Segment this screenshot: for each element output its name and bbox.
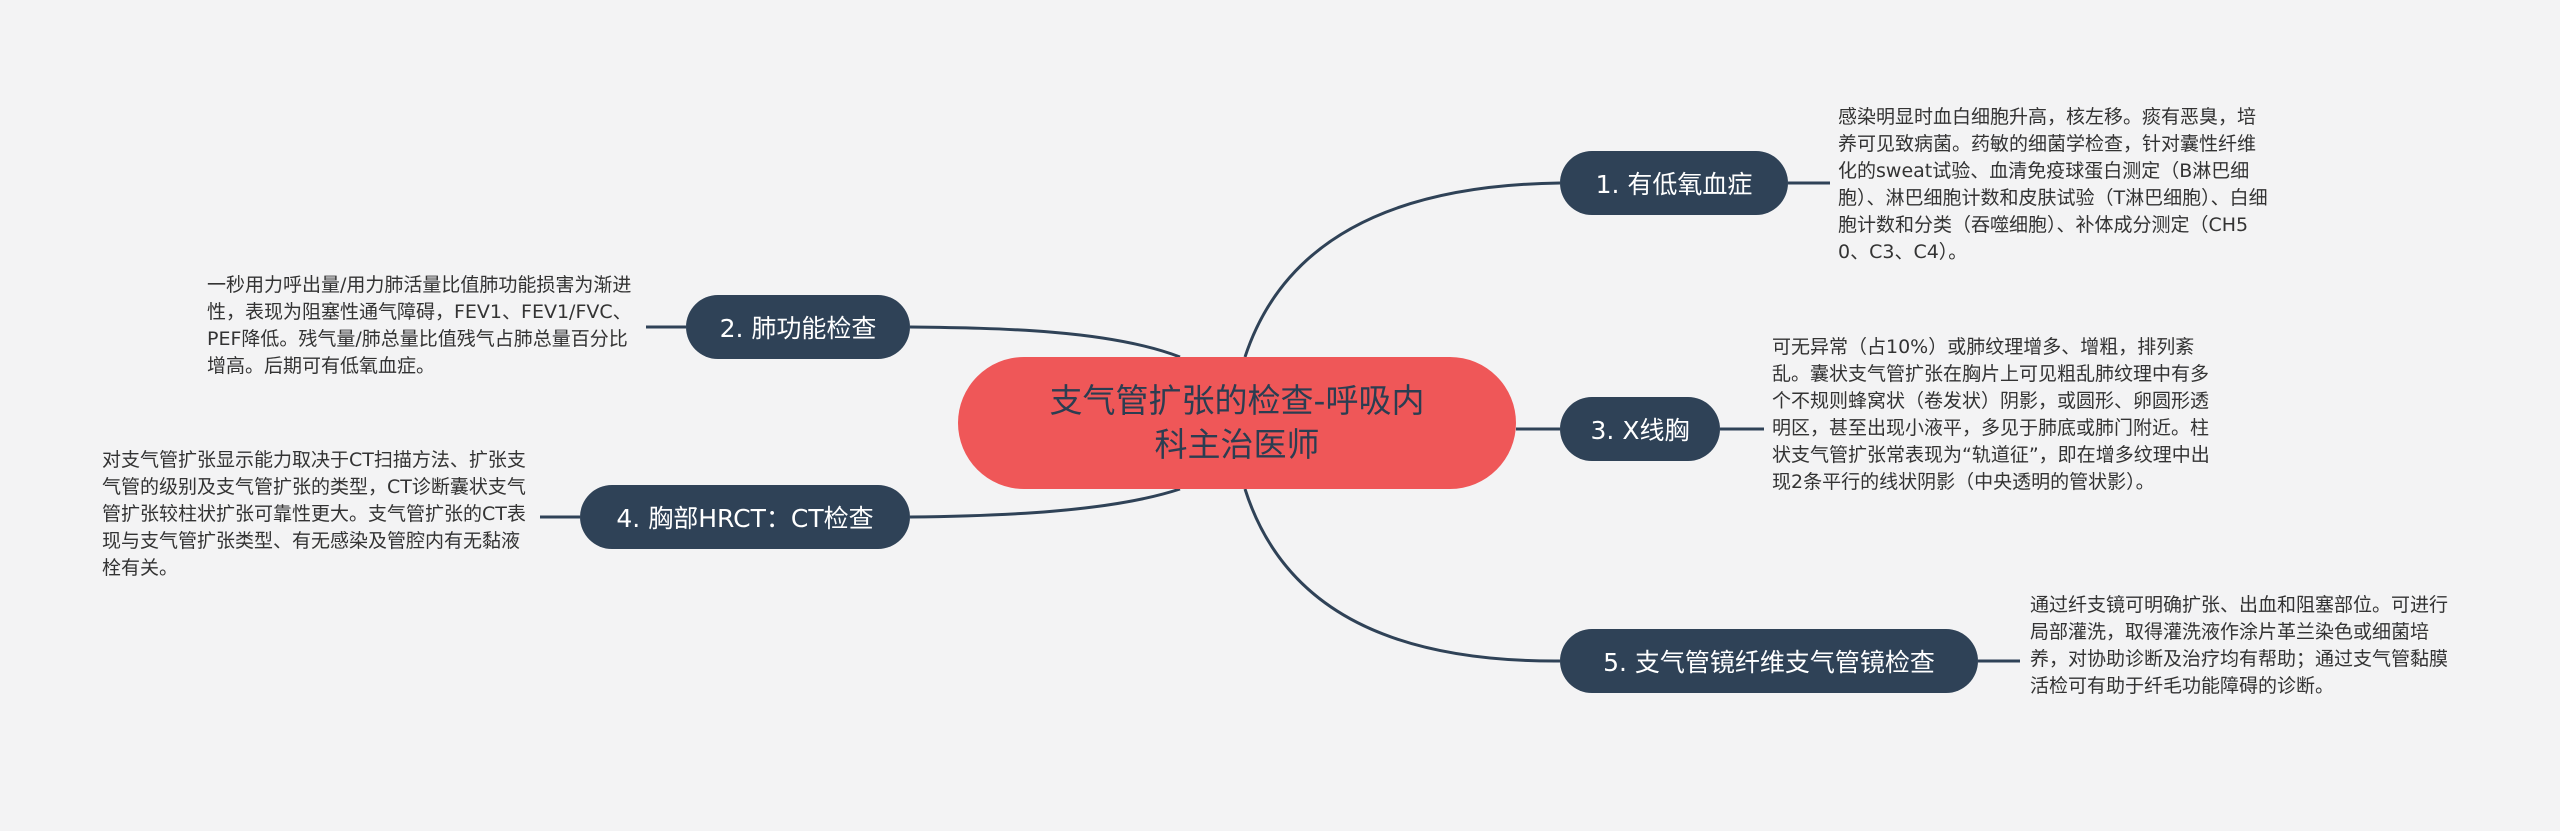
branch-note-5: 通过纤支镜可明确扩张、出血和阻塞部位。可进行局部灌洗，取得灌洗液作涂片革兰染色或… bbox=[2030, 594, 2449, 697]
branch-note-1: 感染明显时血白细胞升高，核左移。痰有恶臭，培养可见致病菌。药敏的细菌学检查，针对… bbox=[1838, 106, 2268, 263]
branch-note-2: 一秒用力呼出量/用力肺活量比值肺功能损害为渐进性，表现为阻塞性通气障碍，FEV1… bbox=[207, 274, 632, 377]
branch-node-4[interactable]: 4. 胸部HRCT：CT检查 bbox=[580, 485, 910, 549]
branch-node-5[interactable]: 5. 支气管镜纤维支气管镜检查 bbox=[1560, 629, 1978, 693]
branch-node-2[interactable]: 2. 肺功能检查 bbox=[686, 295, 910, 359]
link-root-to-branch-5 bbox=[1243, 488, 1561, 663]
branch-note-4: 对支气管扩张显示能力取决于CT扫描方法、扩张支气管的级别及支气管扩张的类型，CT… bbox=[102, 449, 526, 579]
branch-label-3: 3. X线胸 bbox=[1590, 416, 1690, 445]
branch-label-4: 4. 胸部HRCT：CT检查 bbox=[616, 504, 874, 533]
branch-note-3: 可无异常（占10%）或肺纹理增多、增粗，排列紊乱。囊状支气管扩张在胸片上可见粗乱… bbox=[1772, 336, 2210, 493]
central-topic-line-1: 支气管扩张的检查-呼吸内 bbox=[1049, 381, 1425, 420]
link-root-to-branch-2 bbox=[909, 325, 1181, 359]
central-topic[interactable]: 支气管扩张的检查-呼吸内 科主治医师 bbox=[958, 357, 1516, 489]
branch-label-2: 2. 肺功能检查 bbox=[719, 314, 877, 343]
link-root-to-branch-1 bbox=[1243, 181, 1561, 358]
branch-node-3[interactable]: 3. X线胸 bbox=[1560, 397, 1720, 461]
branch-node-1[interactable]: 1. 有低氧血症 bbox=[1560, 151, 1788, 215]
link-root-to-branch-4 bbox=[909, 487, 1181, 519]
central-topic-line-2: 科主治医师 bbox=[1154, 425, 1320, 464]
branch-label-5: 5. 支气管镜纤维支气管镜检查 bbox=[1603, 648, 1935, 677]
branch-label-1: 1. 有低氧血症 bbox=[1595, 170, 1753, 199]
